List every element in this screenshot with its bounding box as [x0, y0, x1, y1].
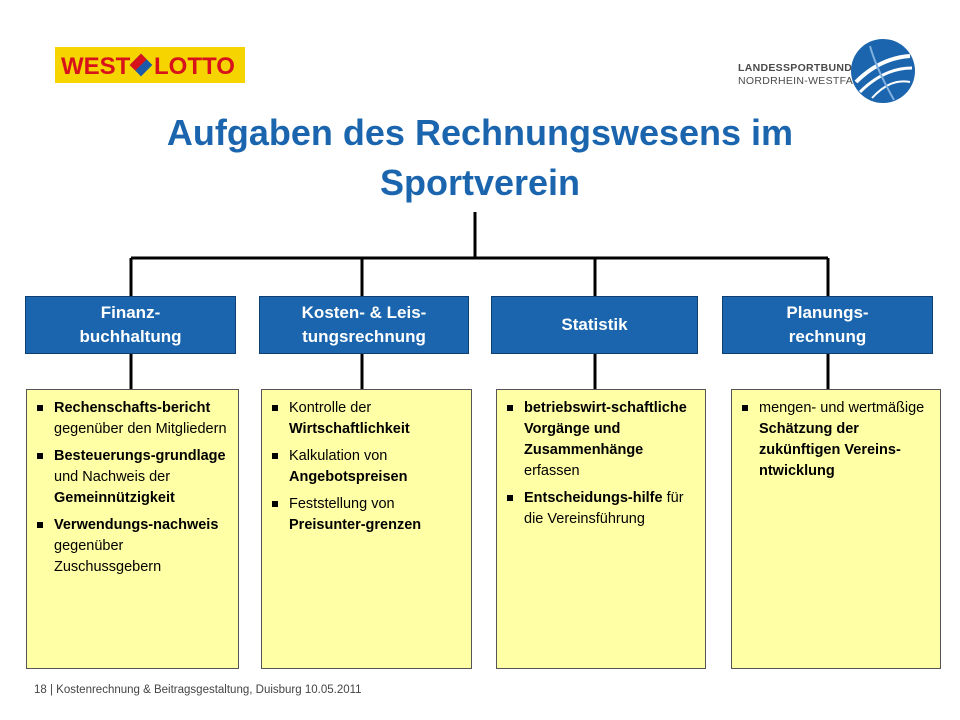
task-text: Preisunter-grenzen	[289, 517, 422, 533]
task-text: Schätzung der zukünftigen Vereins-ntwick…	[759, 421, 901, 479]
task-item: Besteuerungs-grundlage und Nachweis der …	[35, 446, 230, 509]
task-text: Verwendungs-nachweis	[54, 517, 219, 533]
lsb-line2: NORDRHEIN-WESTFALEN	[738, 75, 875, 87]
landessportbund-logo	[851, 39, 915, 103]
task-text: Rechenschafts-bericht	[54, 400, 211, 416]
header-finanzbuchhaltung: Finanz- buchhaltung	[25, 296, 236, 354]
task-item: Kalkulation von Angebotspreisen	[270, 446, 463, 488]
task-text: Wirtschaftlichkeit	[289, 421, 410, 437]
svg-text:LOTTO: LOTTO	[154, 53, 235, 80]
task-list: Rechenschafts-bericht gegenüber den Mitg…	[35, 398, 230, 578]
task-item: Verwendungs-nachweis gegenüber Zuschussg…	[35, 515, 230, 578]
task-text: Kalkulation von	[289, 448, 388, 464]
task-text: gegenüber Zuschussgebern	[54, 538, 162, 575]
task-text: mengen- und wertmäßige	[759, 400, 925, 416]
box-finanzbuchhaltung: Rechenschafts-bericht gegenüber den Mitg…	[26, 389, 239, 669]
task-item: Rechenschafts-bericht gegenüber den Mitg…	[35, 398, 230, 440]
task-text: erfassen	[524, 463, 580, 479]
task-text: und Nachweis der	[54, 469, 171, 485]
task-item: Feststellung von Preisunter-grenzen	[270, 494, 463, 536]
task-text: Entscheidungs-hilfe	[524, 490, 663, 506]
task-list: betriebswirt-schaftliche Vorgänge und Zu…	[505, 398, 697, 530]
header-planungsrechnung: Planungs- rechnung	[722, 296, 933, 354]
box-statistik: betriebswirt-schaftliche Vorgänge und Zu…	[496, 389, 706, 669]
task-item: mengen- und wertmäßige Schätzung der zuk…	[740, 398, 932, 482]
task-item: Kontrolle der Wirtschaftlichkeit	[270, 398, 463, 440]
box-planungsrechnung: mengen- und wertmäßige Schätzung der zuk…	[731, 389, 941, 669]
svg-text:WEST: WEST	[61, 53, 131, 80]
task-text: Gemeinnützigkeit	[54, 490, 175, 506]
task-list: mengen- und wertmäßige Schätzung der zuk…	[740, 398, 932, 482]
page-title: Aufgaben des Rechnungswesens im Sportver…	[166, 112, 794, 203]
westlotto-logo: WEST LOTTO	[55, 47, 245, 83]
task-text: gegenüber den Mitgliedern	[54, 421, 227, 437]
task-text: für die Vereinsführung	[524, 490, 684, 527]
header-statistik: Statistik	[491, 296, 698, 354]
header-kosten-leistungsrechnung: Kosten- & Leis- tungsrechnung	[259, 296, 469, 354]
task-text: Kontrolle der	[289, 400, 372, 416]
footer-text: 18 | Kostenrechnung & Beitragsgestaltung…	[34, 684, 362, 696]
task-text: betriebswirt-schaftliche Vorgänge und Zu…	[524, 400, 687, 458]
task-text: Besteuerungs-grundlage	[54, 448, 226, 464]
task-item: Entscheidungs-hilfe für die Vereinsführu…	[505, 488, 697, 530]
landessportbund-text: LANDESSPORTBUND NORDRHEIN-WESTFALEN	[738, 62, 874, 88]
task-text: Angebotspreisen	[289, 469, 408, 485]
lsb-line1: LANDESSPORTBUND	[738, 62, 853, 74]
task-item: betriebswirt-schaftliche Vorgänge und Zu…	[505, 398, 697, 482]
task-text: Feststellung von	[289, 496, 395, 512]
